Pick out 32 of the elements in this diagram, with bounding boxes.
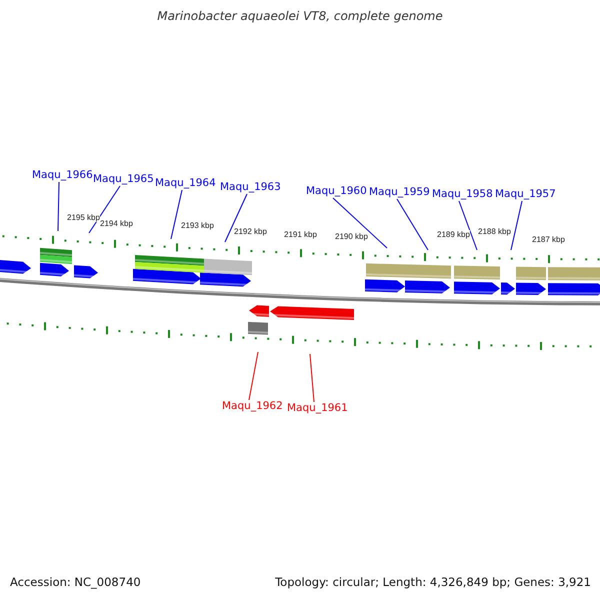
gene-label: Maqu_1957: [495, 188, 556, 200]
gene-label: Maqu_1966: [32, 169, 93, 181]
gene-label: Maqu_1965: [93, 173, 154, 185]
leader-line: [88, 186, 120, 234]
genome-title: Marinobacter aquaeolei VT8, complete genome: [156, 9, 444, 23]
leader-line: [58, 182, 60, 232]
leader-line: [332, 198, 388, 248]
gene-label: Maqu_1960: [306, 185, 367, 197]
scale-label: 2187 kbp: [532, 235, 565, 244]
gene-label: Maqu_1964: [155, 177, 216, 189]
scale-label: 2193 kbp: [181, 221, 214, 230]
scale-label: 2189 kbp: [437, 230, 470, 239]
scale-label: 2188 kbp: [478, 227, 511, 236]
gene-label: Maqu_1963: [220, 181, 281, 193]
gene-label: Maqu_1961: [287, 402, 348, 414]
gene-label: Maqu_1962: [222, 400, 283, 412]
leader-line: [224, 194, 248, 242]
leader-line: [310, 354, 314, 402]
leader-line: [396, 198, 428, 250]
gene-label: Maqu_1958: [432, 188, 493, 200]
leader-line: [458, 200, 478, 250]
leader-line: [510, 200, 522, 250]
scale-label: 2190 kbp: [335, 232, 368, 241]
scale-label: 2194 kbp: [100, 219, 133, 228]
leader-line: [170, 190, 182, 240]
gene-label: Maqu_1959: [369, 186, 430, 198]
accession-text: Accession: NC_008740: [10, 575, 141, 589]
scale-label: 2191 kbp: [284, 230, 317, 239]
scale-label: 2192 kbp: [234, 227, 267, 236]
topology-text: Topology: circular; Length: 4,326,849 bp; Genes: 3,921: [275, 575, 591, 589]
leader-line: [248, 352, 258, 400]
scale-label: 2195 kbp: [67, 213, 100, 222]
